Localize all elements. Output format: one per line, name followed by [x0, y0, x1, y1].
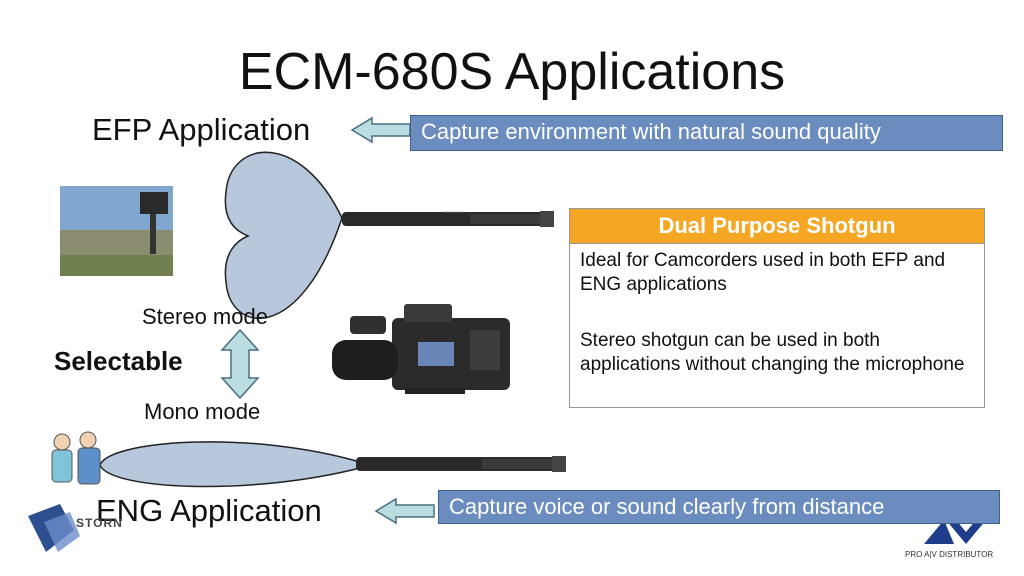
mono-polar-pattern	[99, 441, 361, 488]
dual-purpose-line2: Stereo shotgun can be used in both appli…	[580, 330, 965, 375]
efp-arrow-icon	[350, 116, 411, 144]
eng-arrow-icon	[374, 497, 435, 525]
camcorder-icon	[332, 304, 510, 394]
selectable-label: Selectable	[54, 346, 183, 376]
storn-logo-icon	[28, 504, 80, 552]
stereo-mode-label: Stereo mode	[142, 304, 268, 329]
dual-purpose-line1: Ideal for Camcorders used in both EFP an…	[580, 250, 946, 295]
storn-logo-text: STORN	[76, 516, 123, 530]
dual-purpose-box: Dual Purpose Shotgun Ideal for Camcorder…	[569, 208, 985, 408]
selectable-double-arrow-icon	[220, 328, 260, 400]
efp-heading: EFP Application	[92, 112, 311, 147]
page-title: ECM-680S Applications	[238, 43, 786, 101]
stereo-polar-pattern	[224, 151, 343, 320]
dual-purpose-title: Dual Purpose Shotgun	[570, 209, 984, 244]
pro-av-logo-icon	[924, 520, 986, 544]
pro-av-logo-text: PRO A|V DISTRIBUTOR	[905, 550, 994, 559]
people-illustration-icon	[51, 431, 101, 485]
stadium-photo-icon	[60, 186, 173, 276]
shotgun-mic-top-icon	[342, 211, 554, 227]
efp-callout: Capture environment with natural sound q…	[410, 115, 1003, 151]
eng-callout: Capture voice or sound clearly from dist…	[438, 490, 1000, 524]
shotgun-mic-bottom-icon	[356, 456, 566, 472]
mono-mode-label: Mono mode	[144, 399, 261, 424]
eng-heading: ENG Application	[96, 493, 322, 528]
